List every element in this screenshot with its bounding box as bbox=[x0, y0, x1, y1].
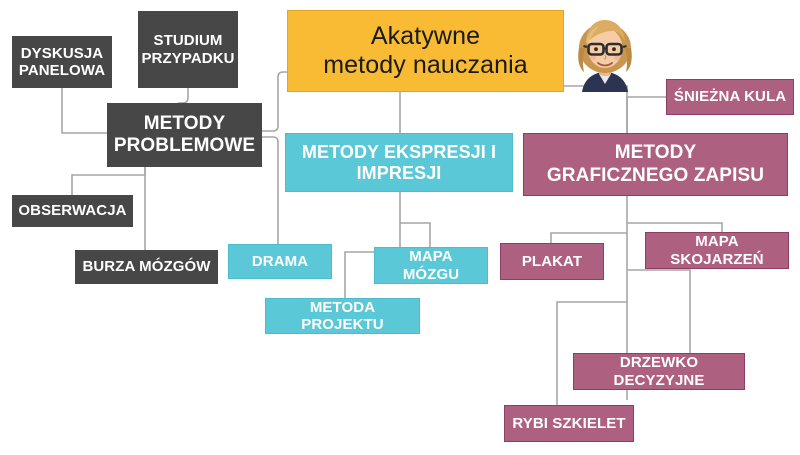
link-gray-to-cyan-rail bbox=[262, 136, 279, 185]
node-metody-problemowe[interactable]: METODY PROBLEMOWE bbox=[107, 103, 262, 167]
node-root-active-teaching-methods[interactable]: Akatywne metody nauczania bbox=[287, 10, 564, 92]
link-cyan-rail-right bbox=[400, 222, 431, 247]
node-label: BURZA MÓZGÓW bbox=[82, 258, 211, 276]
node-label: DRZEWKO DECYZYJNE bbox=[613, 354, 705, 389]
link-maroon-to-drzewko bbox=[627, 269, 691, 353]
teacher-avatar-icon bbox=[578, 20, 632, 92]
node-label: MAPA SKOJARZEŃ bbox=[670, 233, 764, 268]
node-label-line1: METODY bbox=[614, 142, 697, 164]
link-root-to-maroon bbox=[564, 85, 628, 133]
link-dyskusja-to-gray bbox=[61, 88, 107, 134]
node-obserwacja[interactable]: OBSERWACJA bbox=[12, 195, 133, 227]
node-label: RYBI SZKIELET bbox=[512, 414, 626, 432]
node-label-line1: METODY bbox=[143, 112, 226, 134]
node-label: DRAMA bbox=[251, 252, 309, 270]
link-maroon-to-plakat bbox=[550, 232, 627, 243]
node-label-line2: PRZYPADKU bbox=[141, 49, 235, 67]
node-dyskusja-panelowa[interactable]: DYSKUSJA PANELOWA bbox=[12, 36, 112, 88]
node-sniezna-kula[interactable]: ŚNIEŻNA KULA bbox=[666, 79, 794, 115]
node-label-line1: STUDIUM bbox=[153, 32, 223, 50]
node-label: MAPA MÓZGU bbox=[402, 248, 460, 283]
node-label-line2: PROBLEMOWE bbox=[113, 135, 256, 156]
node-rybi-szkielet[interactable]: RYBI SZKIELET bbox=[504, 405, 634, 442]
node-label: PLAKAT bbox=[521, 252, 583, 270]
node-mapa-skojarzen[interactable]: MAPA SKOJARZEŃ bbox=[645, 232, 789, 269]
node-label-line2: PANELOWA bbox=[18, 62, 106, 79]
node-studium-przypadku[interactable]: STUDIUM PRZYPADKU bbox=[138, 11, 238, 88]
link-studium-to-gray bbox=[178, 88, 189, 104]
node-root-line2: metody nauczania bbox=[323, 51, 528, 79]
node-label-line1: DYSKUSJA bbox=[20, 44, 104, 62]
node-metoda-projektu[interactable]: METODA PROJEKTU bbox=[265, 298, 420, 334]
node-label: ŚNIEŻNA KULA bbox=[673, 88, 787, 106]
node-mapa-mozgu[interactable]: MAPA MÓZGU bbox=[374, 247, 488, 284]
node-drzewko-decyzyjne[interactable]: DRZEWKO DECYZYJNE bbox=[573, 353, 745, 390]
node-plakat[interactable]: PLAKAT bbox=[500, 243, 604, 280]
node-metody-ekspresji-i-impresji[interactable]: METODY EKSPRESJI I IMPRESJI bbox=[285, 133, 513, 192]
node-burza-mozgow[interactable]: BURZA MÓZGÓW bbox=[75, 250, 218, 284]
node-metody-graficznego-zapisu[interactable]: METODY GRAFICZNEGO ZAPISU bbox=[523, 133, 788, 196]
node-label-line2: IMPRESJI bbox=[356, 162, 442, 183]
node-label-line1: METODY EKSPRESJI I bbox=[301, 141, 497, 162]
node-root-line1: Akatywne bbox=[370, 22, 481, 50]
link-root-to-gray bbox=[262, 71, 287, 132]
node-label: METODA PROJEKTU bbox=[301, 298, 384, 333]
node-label: OBSERWACJA bbox=[18, 202, 127, 220]
link-maroon-to-sniezna bbox=[626, 96, 666, 133]
link-gray-to-obserwacja bbox=[71, 167, 146, 195]
node-label-line2: GRAFICZNEGO ZAPISU bbox=[546, 164, 765, 186]
node-drama[interactable]: DRAMA bbox=[228, 244, 332, 279]
